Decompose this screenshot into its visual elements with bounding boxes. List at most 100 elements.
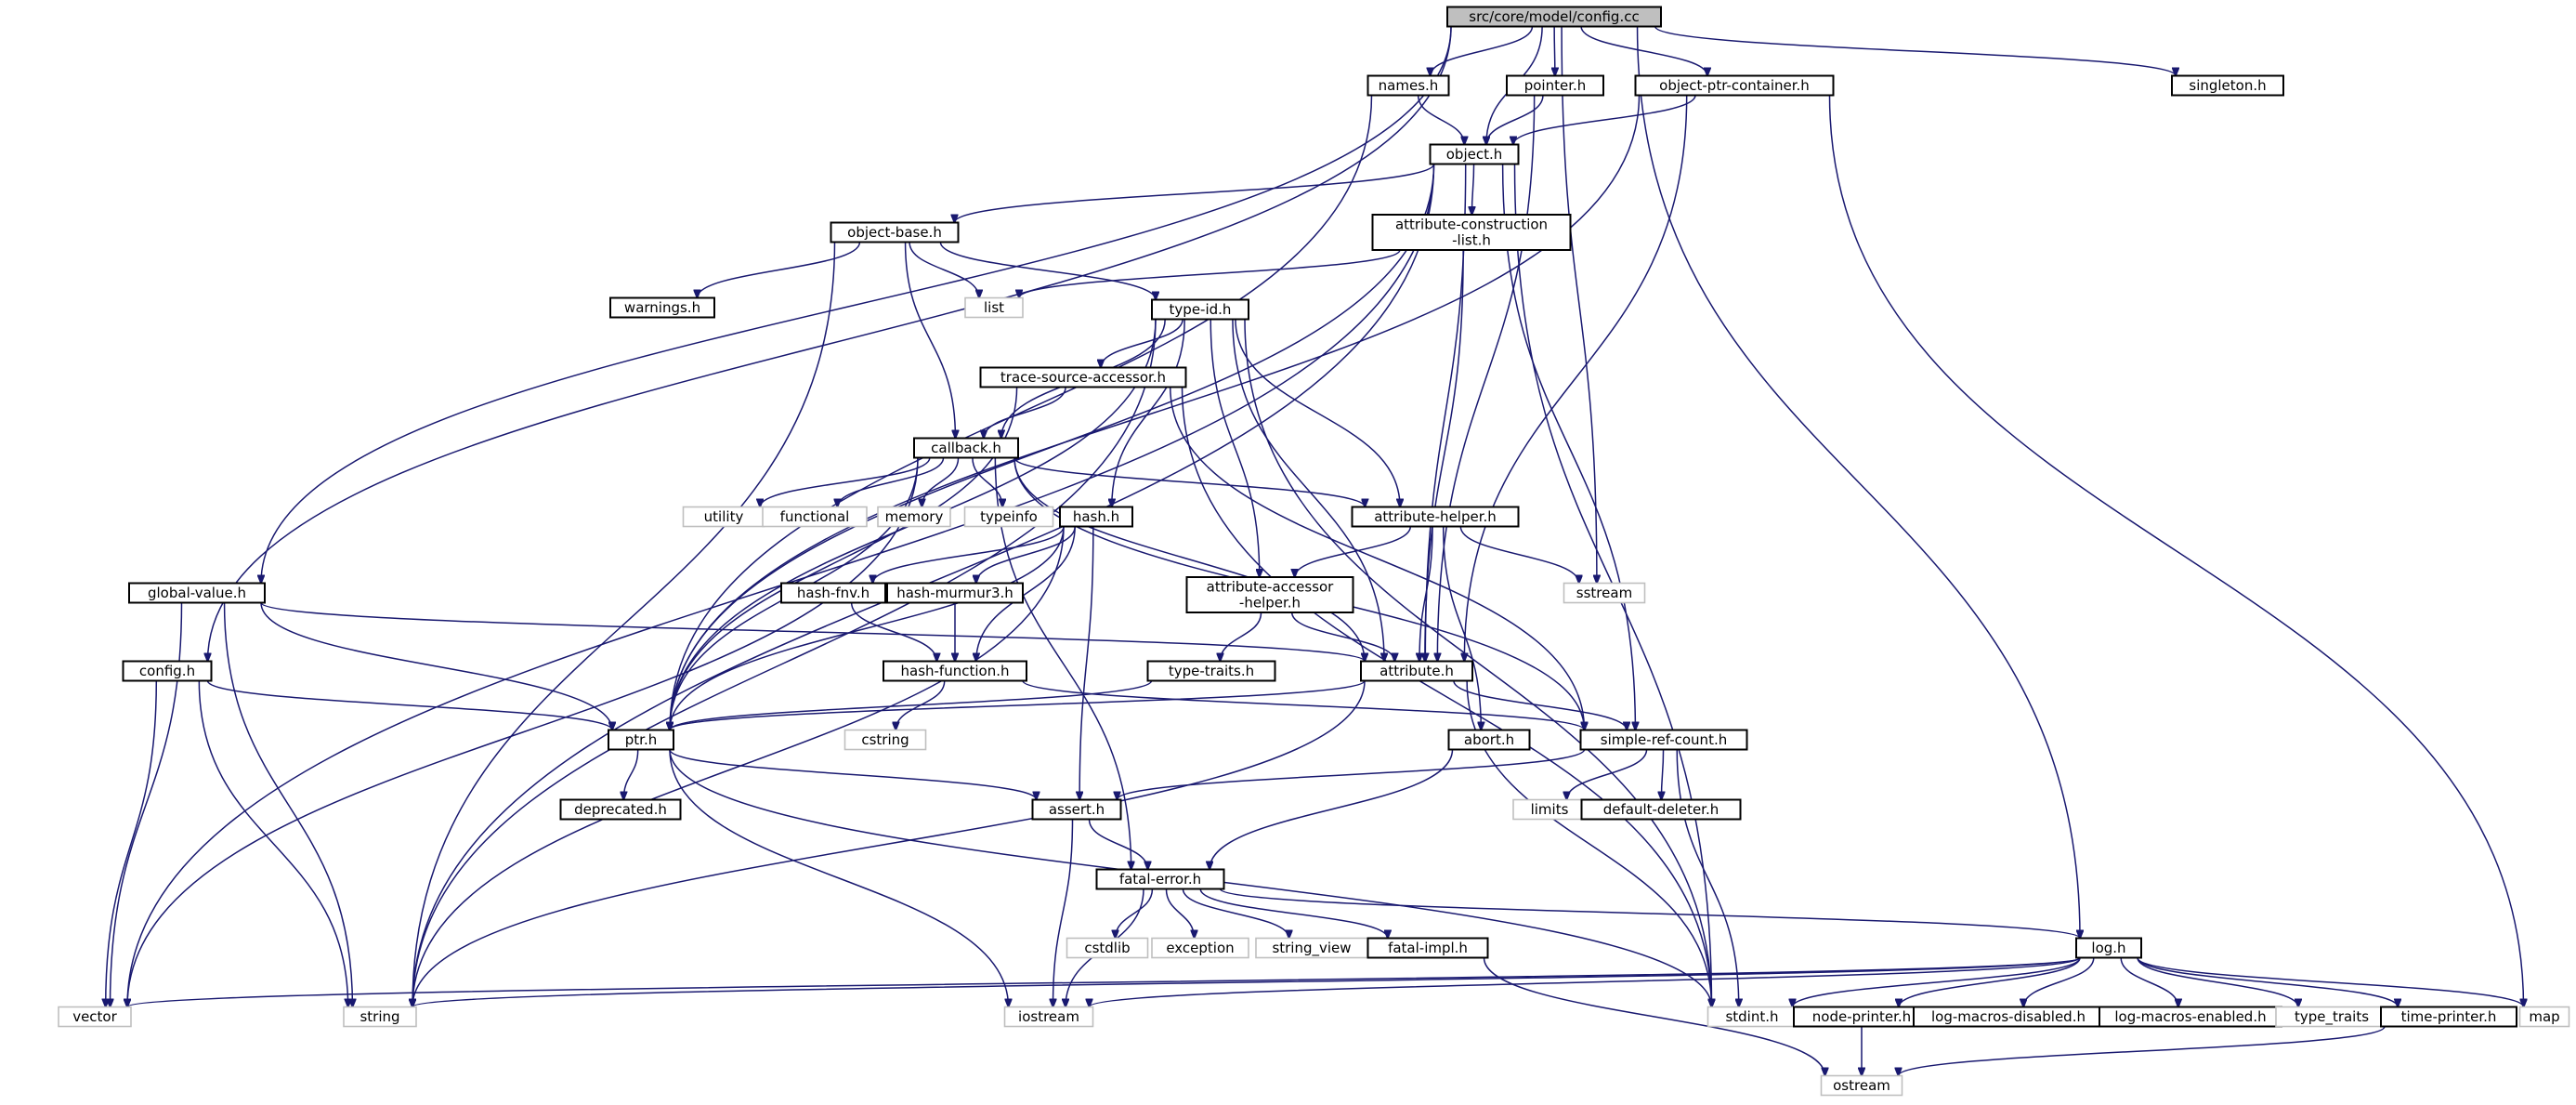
node-stdint-h[interactable]: stdint.h	[1706, 1006, 1798, 1028]
node-pointer-h[interactable]: pointer.h	[1506, 74, 1604, 97]
edge-config-cc-to-pointer-h	[1554, 26, 1555, 76]
node-exception[interactable]: exception	[1151, 937, 1249, 959]
node-attribute-construction-list-h[interactable]: attribute-construction-list.h	[1371, 214, 1572, 251]
node-label: time-printer.h	[2401, 1008, 2497, 1025]
node-label: fatal-impl.h	[1388, 940, 1468, 956]
node-log-h[interactable]: log.h	[2075, 937, 2142, 959]
node-label: attribute-helper.h	[1374, 508, 1497, 525]
node-label: log-macros-enabled.h	[2114, 1008, 2266, 1025]
edge-time-printer-h-to-ostream	[1899, 1025, 2386, 1076]
node-cstdlib[interactable]: cstdlib	[1066, 937, 1149, 959]
node-typeinfo[interactable]: typeinfo	[963, 506, 1054, 528]
edge-attribute-helper-h-to-abort-h	[1442, 526, 1482, 730]
header-nodes: src/core/model/config.cc names.h pointer.h…	[58, 6, 2570, 1097]
node-abort-h[interactable]: abort.h	[1447, 729, 1531, 751]
node-box	[1447, 729, 1531, 751]
node-map[interactable]: map	[2518, 1006, 2570, 1028]
node-simple-ref-count-h[interactable]: simple-ref-count.h	[1579, 729, 1748, 751]
node-cstring[interactable]: cstring	[843, 729, 927, 751]
node-assert-h[interactable]: assert.h	[1031, 798, 1122, 821]
node-label: vector	[72, 1008, 117, 1025]
node-ostream[interactable]: ostream	[1820, 1074, 1903, 1097]
node-label: default-deleter.h	[1603, 801, 1720, 818]
node-singleton-h[interactable]: singleton.h	[2171, 74, 2284, 97]
node-fatal-impl-h[interactable]: fatal-impl.h	[1366, 937, 1489, 959]
node-config-h[interactable]: config.h	[122, 660, 213, 682]
node-label: limits	[1531, 801, 1569, 818]
edge-global-value-h-to-attribute-h	[260, 601, 1365, 662]
edge-type-traits-h-to-ptr-h	[670, 679, 1153, 730]
node-config-cc[interactable]: src/core/model/config.cc	[1446, 6, 1662, 28]
node-limits[interactable]: limits	[1512, 798, 1587, 821]
node-ptr-h[interactable]: ptr.h	[608, 729, 674, 751]
edge-callback-h-to-fatal-error-h	[994, 457, 1131, 870]
node-deprecated-h[interactable]: deprecated.h	[559, 798, 682, 821]
node-type-traits-h[interactable]: type-traits.h	[1146, 660, 1276, 682]
node-box	[1580, 798, 1742, 821]
node-warnings-h[interactable]: warnings.h	[609, 296, 715, 319]
node-type-traits[interactable]: type_traits	[2275, 1006, 2388, 1028]
node-attribute-helper-h[interactable]: attribute-helper.h	[1351, 506, 1520, 528]
node-node-printer-h[interactable]: node-printer.h	[1793, 1006, 1930, 1028]
edge-config-h-to-string	[198, 680, 347, 1007]
node-iostream[interactable]: iostream	[1003, 1006, 1094, 1028]
edge-callback-h-to-typeinfo	[972, 457, 1002, 507]
node-label: typeinfo	[980, 508, 1038, 525]
node-hash-murmur3-h[interactable]: hash-murmur3.h	[886, 582, 1024, 604]
node-callback-h[interactable]: callback.h	[913, 437, 1019, 459]
node-list[interactable]: list	[964, 296, 1024, 319]
node-hash-function-h[interactable]: hash-function.h	[883, 660, 1027, 682]
node-sstream[interactable]: sstream	[1563, 582, 1646, 604]
node-time-printer-h[interactable]: time-printer.h	[2380, 1006, 2517, 1028]
node-label: exception	[1166, 940, 1234, 956]
node-vector[interactable]: vector	[58, 1006, 132, 1028]
edge-config-h-to-ptr-h	[206, 680, 613, 730]
edge-log-h-to-string	[412, 956, 2081, 1007]
node-box	[1634, 74, 1835, 97]
node-global-value-h[interactable]: global-value.h	[128, 582, 266, 604]
node-hash-h[interactable]: hash.h	[1059, 506, 1133, 528]
edge-object-h-to-ptr-h	[670, 164, 1435, 730]
edge-object-h-to-attribute-construction-list-h	[1471, 164, 1473, 216]
edge-pointer-h-to-attribute-h	[1437, 95, 1536, 662]
node-box	[1429, 143, 1520, 165]
node-box	[343, 1006, 417, 1028]
edge-type-id-h-to-stdint-h	[1244, 319, 1712, 1007]
node-log-macros-disabled-h[interactable]: log-macros-disabled.h	[1913, 1006, 2104, 1028]
node-box	[608, 729, 674, 751]
node-label: config.h	[139, 663, 195, 679]
edge-type-id-h-to-attribute-helper-h	[1235, 319, 1400, 507]
node-hash-fnv-h[interactable]: hash-fnv.h	[780, 582, 886, 604]
node-type-id-h[interactable]: type-id.h	[1151, 298, 1249, 321]
node-box	[963, 506, 1054, 528]
node-label: type_traits	[2295, 1008, 2369, 1026]
node-label: list	[984, 299, 1004, 316]
node-object-h[interactable]: object.h	[1429, 143, 1520, 165]
node-label: sstream	[1576, 585, 1632, 601]
node-string[interactable]: string	[343, 1006, 417, 1028]
node-string-view[interactable]: string_view	[1255, 937, 1368, 959]
node-default-deleter-h[interactable]: default-deleter.h	[1580, 798, 1742, 821]
edge-log-h-to-vector	[127, 956, 2081, 1007]
node-box	[1066, 937, 1149, 959]
node-label: fatal-error.h	[1119, 871, 1201, 888]
node-log-macros-enabled-h[interactable]: log-macros-enabled.h	[2099, 1006, 2282, 1028]
node-object-ptr-container-h[interactable]: object-ptr-container.h	[1634, 74, 1835, 97]
edge-callback-h-to-vector	[127, 457, 919, 1007]
node-label: type-id.h	[1170, 301, 1232, 318]
node-fatal-error-h[interactable]: fatal-error.h	[1095, 868, 1225, 890]
node-box	[122, 660, 213, 682]
edge-object-base-h-to-type-id-h	[939, 242, 1156, 300]
node-names-h[interactable]: names.h	[1366, 74, 1450, 97]
node-box	[762, 506, 868, 528]
edge-trace-source-accessor-h-to-stdint-h	[1181, 387, 1712, 1007]
node-utility[interactable]: utility	[682, 506, 765, 528]
node-object-base-h[interactable]: object-base.h	[830, 221, 960, 243]
node-attribute-accessor-helper-h[interactable]: attribute-accessor-helper.h	[1185, 576, 1354, 613]
node-memory[interactable]: memory	[877, 506, 951, 528]
node-functional[interactable]: functional	[762, 506, 868, 528]
node-label: map	[2529, 1008, 2559, 1025]
node-attribute-h[interactable]: attribute.h	[1360, 660, 1473, 682]
node-trace-source-accessor-h[interactable]: trace-source-accessor.h	[979, 366, 1187, 388]
include-edges	[106, 25, 2524, 1076]
